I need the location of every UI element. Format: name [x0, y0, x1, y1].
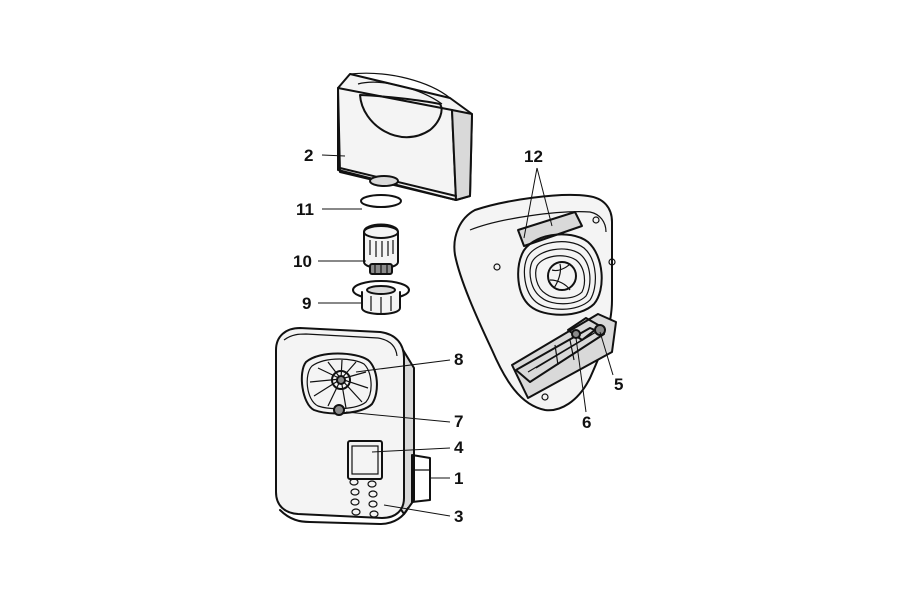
callout-2: 2: [304, 146, 313, 165]
callout-6: 6: [582, 413, 591, 432]
fan-housing: [517, 233, 603, 316]
main-unit: [275, 327, 431, 525]
callout-3: 3: [454, 507, 463, 526]
callout-11: 11: [296, 200, 314, 219]
filter-holder: [352, 280, 410, 315]
callout-10: 10: [293, 252, 312, 271]
callout-9: 9: [302, 294, 311, 313]
filter-cartridge: [363, 223, 399, 275]
seal-ring: [360, 194, 402, 208]
callout-8: 8: [454, 350, 463, 369]
unit-interior: [453, 193, 617, 412]
callout-labels: 2 11 10 9 8 7 4 1 3 12 5 6: [293, 146, 623, 526]
water-tank: [337, 72, 473, 201]
callout-4: 4: [454, 438, 464, 457]
callout-12: 12: [524, 147, 543, 166]
callout-7: 7: [454, 412, 463, 431]
control-buttons: [349, 478, 379, 518]
leader-lines: [318, 154, 614, 517]
callout-5: 5: [614, 375, 623, 394]
callout-1: 1: [454, 469, 463, 488]
